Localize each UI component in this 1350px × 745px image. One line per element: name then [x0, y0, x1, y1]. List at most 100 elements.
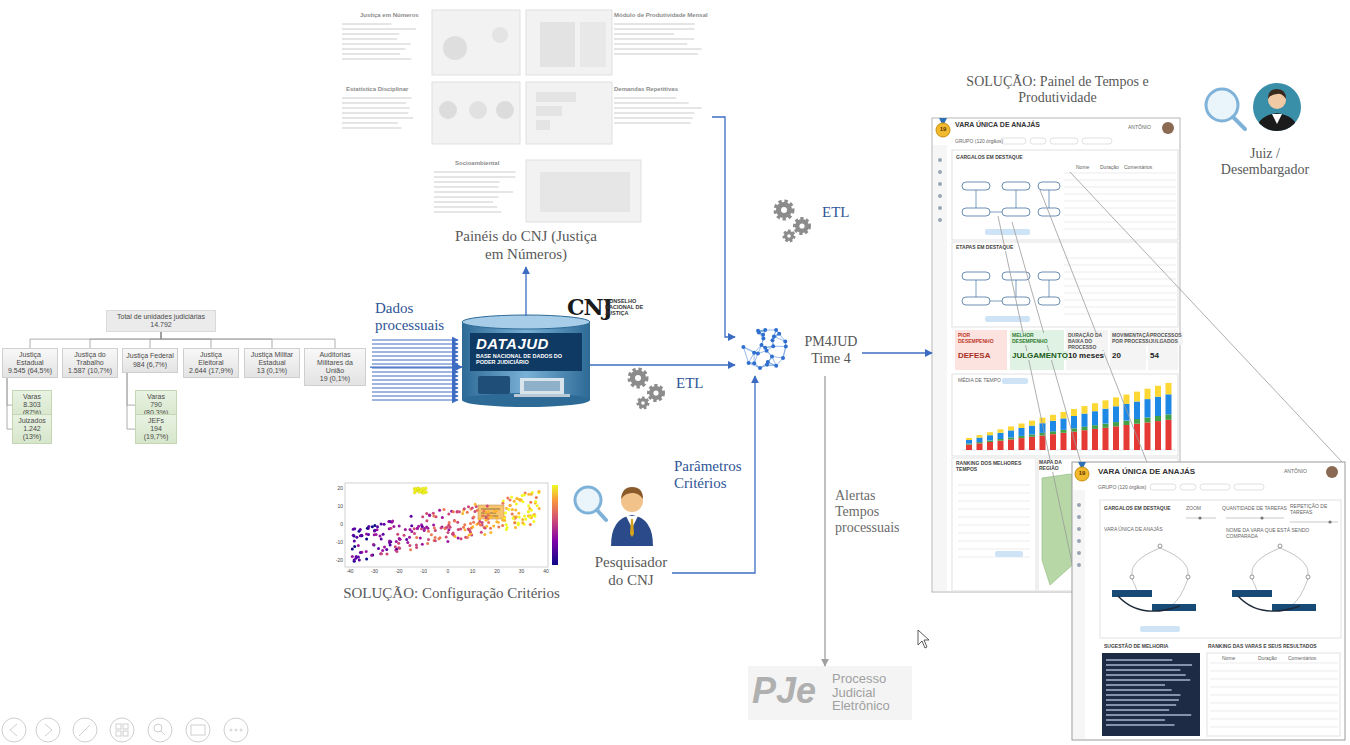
- chart-bar: [1040, 418, 1046, 424]
- label-text: GRUPO (120 órgãos): [1098, 485, 1146, 491]
- org-box: Justiça Federal984 (6,7%): [122, 348, 178, 373]
- chart-bar: [1113, 422, 1119, 426]
- node-text: 9.545 (64,5%): [8, 367, 52, 375]
- text-line: [1106, 699, 1179, 700]
- label-text: Demandas Repetitivas: [614, 86, 678, 93]
- scatter-dot: [434, 539, 437, 542]
- scatter-dot: [421, 543, 424, 546]
- chart-bar: [1166, 414, 1172, 419]
- scatter-dot: [406, 541, 409, 544]
- chart-bar: [1050, 431, 1056, 434]
- scatter-dot: [441, 526, 444, 529]
- scatter-dot: [372, 543, 375, 546]
- scatter-dot: [515, 503, 518, 506]
- scatter-dot: [462, 526, 465, 529]
- chart-bar: [1134, 419, 1140, 424]
- tree-line: [127, 373, 135, 429]
- scatter-dot: [414, 489, 417, 492]
- scatter-dot: [512, 517, 515, 520]
- scatter-dot: [527, 504, 530, 507]
- scatter-dot: [474, 503, 477, 506]
- scatter-dot: [433, 526, 436, 529]
- tree-line: [30, 332, 161, 348]
- scatter-dot: [410, 515, 413, 518]
- flow-arrow: [590, 364, 735, 365]
- chart-bar: [1082, 427, 1088, 431]
- axis-tick: -10: [329, 540, 343, 545]
- scatter-dot: [379, 535, 382, 538]
- chart-bar: [977, 443, 983, 450]
- flow-arrow: [862, 352, 932, 353]
- chart-bar: [1008, 430, 1014, 437]
- network-node: [771, 344, 775, 348]
- scatter-dot: [495, 520, 498, 523]
- scatter-dot: [528, 516, 531, 519]
- scatter-dot: [351, 547, 354, 550]
- org-box: Justiça do Trabalho1.587 (10,7%): [62, 348, 118, 378]
- scatter-dot: [536, 504, 539, 507]
- scatter-dot: [428, 514, 431, 517]
- chart-bar: [1166, 383, 1172, 394]
- text-line: [614, 112, 694, 113]
- scatter-dot: [377, 547, 380, 550]
- tree-line: [161, 332, 211, 348]
- node-text: SOLUÇÃO: Configuração Critérios: [335, 584, 568, 602]
- scatter-dot: [409, 528, 412, 531]
- scatter-dot: [489, 531, 492, 534]
- label-text: PROCESSOS JULGADOS: [1150, 333, 1183, 345]
- label-text: GRUPO (120 órgãos): [955, 139, 1003, 145]
- scatter-dot: [509, 504, 512, 507]
- flow-arrow: [370, 366, 462, 367]
- org-box: Justiça Estadual9.545 (64,5%): [2, 348, 58, 378]
- scatter-dot: [423, 490, 426, 493]
- network-node: [774, 364, 778, 368]
- scatter-dot: [365, 550, 368, 553]
- chart-bar: [966, 444, 972, 445]
- org-box: Justiça Eleitoral2.644 (17,9%): [183, 348, 239, 378]
- chart-bar: [1134, 402, 1140, 420]
- scatter-dot: [486, 504, 489, 507]
- node-text: 2.644 (17,9%): [189, 367, 233, 375]
- label-text: Nome: [1222, 656, 1235, 662]
- scatter-dot: [408, 544, 411, 547]
- scatter-dot: [527, 510, 530, 513]
- edge-label: ETL: [676, 375, 716, 392]
- axis-tick: 0: [440, 569, 456, 574]
- mouse-cursor: [918, 630, 929, 648]
- chart-bar: [987, 442, 993, 450]
- panel-thumbnails: [432, 10, 641, 222]
- scatter-dot: [480, 531, 483, 534]
- scatter-dot: [457, 537, 460, 540]
- chart-bar: [1029, 426, 1035, 435]
- text-line: [342, 33, 399, 34]
- axis-tick: 0: [329, 522, 343, 527]
- text-line: [1106, 689, 1172, 690]
- edge-label: ETL: [822, 204, 862, 221]
- text-line: [1106, 684, 1165, 685]
- scatter-dot: [521, 518, 524, 521]
- scatter-dot: [514, 509, 517, 512]
- chart-bar: [987, 435, 993, 440]
- text-line: [1106, 664, 1192, 665]
- data-arrow: [372, 396, 458, 397]
- org-box: Juizados1.242 (13%): [12, 414, 52, 444]
- chart-bar: [1050, 415, 1056, 421]
- scatter-dot: [353, 527, 356, 530]
- scatter-dot: [365, 537, 368, 540]
- chart-bar: [998, 429, 1004, 433]
- scatter-dot: [466, 536, 469, 539]
- text-line: [614, 43, 687, 44]
- scatter-dot: [529, 501, 532, 504]
- label-text: 19: [937, 126, 949, 133]
- scatter-dot: [419, 537, 422, 540]
- scatter-dot: [434, 529, 437, 532]
- edge-label: Dados processuais: [375, 300, 450, 335]
- scatter-dot: [456, 511, 459, 514]
- scatter-dot: [530, 509, 533, 512]
- presenter-toolbar: [2, 718, 248, 742]
- node-text: 19 (0,1%): [320, 375, 350, 383]
- network-node: [758, 366, 762, 370]
- scatter-dot: [472, 521, 475, 524]
- node-text: Total de unidades judiciárias: [117, 313, 205, 321]
- scatter-dot: [487, 513, 490, 516]
